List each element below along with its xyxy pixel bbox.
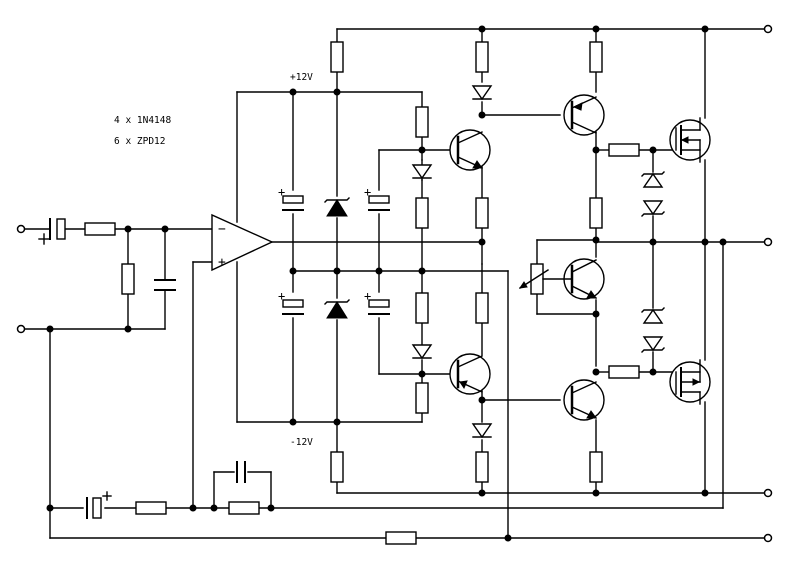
resistor-icon [228, 501, 260, 515]
diodes [324, 85, 665, 439]
terminal-icon [16, 224, 26, 234]
npn-transistor-icon [542, 258, 605, 300]
svg-text:−: − [218, 222, 226, 237]
resistor-icon [415, 382, 429, 414]
terminal-icon [763, 24, 773, 34]
op-amp-icon: − + [211, 213, 274, 272]
pnp-transistor-icon [563, 94, 605, 136]
zener-diode-icon [641, 200, 665, 217]
resistor-icon [415, 197, 429, 229]
resistor-icon [475, 197, 489, 229]
transistors [449, 94, 711, 421]
resistor-icon [589, 451, 603, 483]
npn-transistor-icon [449, 129, 491, 171]
svg-text:+: + [278, 185, 285, 199]
electrolytic-capacitor-icon [282, 195, 304, 211]
labels: 4 x 1N4148 6 x ZPD12 +12V -12V [114, 72, 313, 448]
resistor-icon [475, 451, 489, 483]
zener-diode-icon [641, 171, 665, 188]
zener-diode-icon [324, 197, 350, 217]
resistor-icon [385, 531, 417, 545]
resistor-icon [415, 292, 429, 324]
resistor-icon [330, 41, 344, 73]
svg-text:+: + [364, 185, 371, 199]
pnp-transistor-icon [563, 379, 605, 421]
capacitor-icon [154, 279, 176, 291]
resistor-icon [589, 41, 603, 73]
resistors [84, 41, 640, 545]
resistor-icon [608, 365, 640, 379]
resistor-icon [608, 143, 640, 157]
resistor-icon [415, 106, 429, 138]
terminal-icon [763, 237, 773, 247]
zener-diode-icon [324, 299, 350, 319]
svg-text:+: + [364, 289, 371, 303]
terminal-icon [16, 324, 26, 334]
capacitor-icon [236, 461, 246, 483]
pnp-transistor-icon [449, 353, 491, 395]
zener-diode-icon [641, 307, 665, 324]
capacitors [38, 195, 390, 519]
wiring [24, 28, 766, 539]
resistor-icon [84, 222, 116, 236]
mosfet-icon [669, 117, 711, 163]
polarity-marks: + + + + [278, 185, 371, 303]
supply-pos-label: +12V [290, 72, 313, 83]
electrolytic-capacitor-icon [368, 195, 390, 211]
electrolytic-capacitor-icon [38, 218, 66, 245]
svg-text:+: + [278, 289, 285, 303]
electrolytic-capacitor-icon [282, 299, 304, 315]
resistor-icon [330, 451, 344, 483]
terminals [16, 24, 773, 543]
diode-icon [471, 85, 493, 101]
diode-icon [411, 164, 433, 180]
potentiometer-icon [518, 263, 549, 295]
electrolytic-capacitor-icon [368, 299, 390, 315]
svg-text:+: + [218, 255, 226, 270]
supply-neg-label: -12V [290, 437, 313, 448]
resistor-icon [475, 41, 489, 73]
mosfet-icon [669, 359, 711, 405]
diode-icon [471, 423, 493, 439]
junction-dots [46, 25, 727, 542]
resistor-icon [121, 263, 135, 295]
electrolytic-capacitor-icon [86, 491, 112, 519]
zener-note: 6 x ZPD12 [114, 136, 165, 147]
resistor-icon [475, 292, 489, 324]
terminal-icon [763, 533, 773, 543]
resistor-icon [589, 197, 603, 229]
zener-diode-icon [641, 336, 665, 353]
diode-icon [411, 344, 433, 360]
resistor-icon [135, 501, 167, 515]
diode-note: 4 x 1N4148 [114, 115, 171, 126]
terminal-icon [763, 488, 773, 498]
